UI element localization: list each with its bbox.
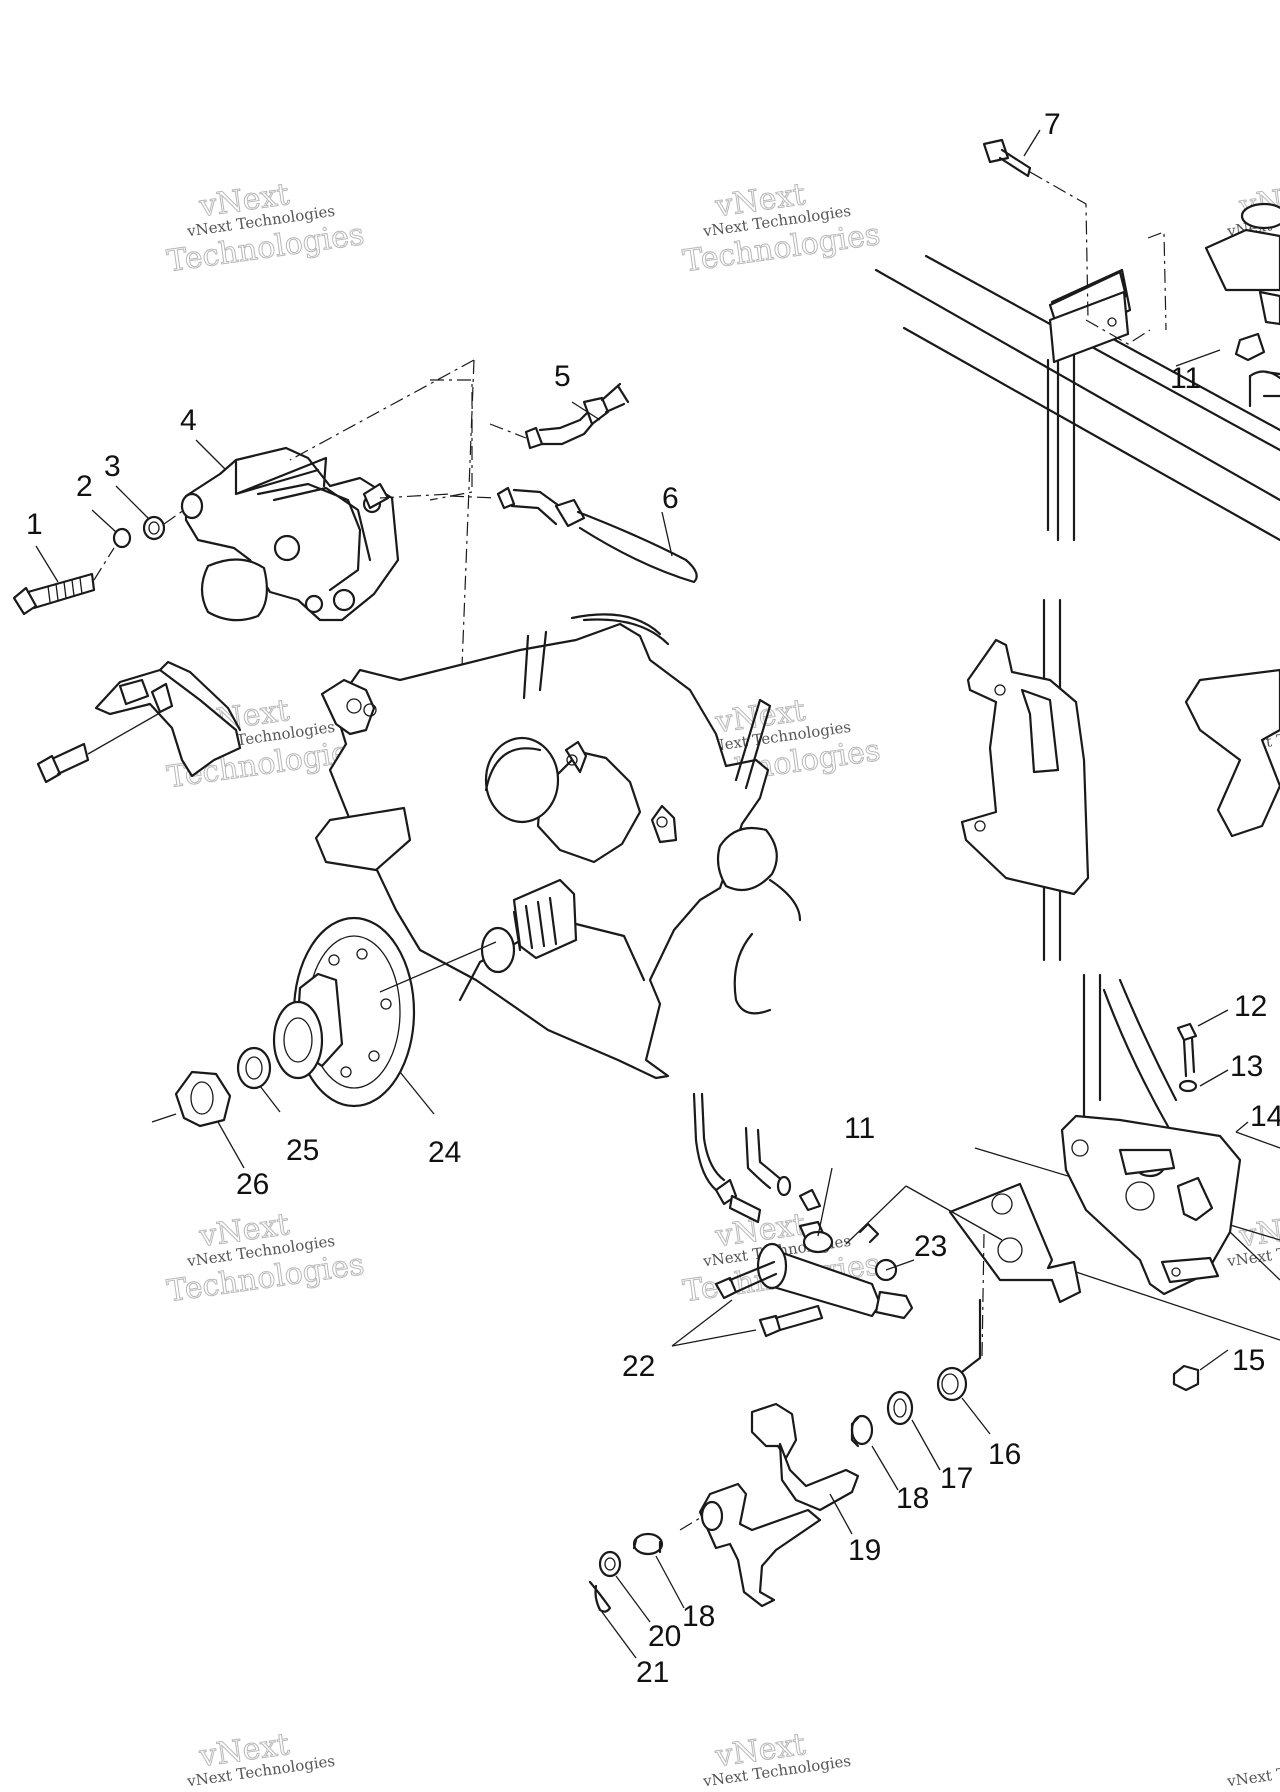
watermark: vNext vNext Technologies (701, 1727, 852, 1791)
callout-23: 23 (914, 1230, 947, 1263)
callout-5: 5 (554, 360, 571, 393)
bolt-12 (1176, 1022, 1198, 1078)
callout-20: 20 (648, 1620, 681, 1653)
bolt-22b (758, 1304, 824, 1338)
washer-13 (1178, 1079, 1198, 1093)
brake-lines-lower (692, 1092, 822, 1224)
bolt-22a (714, 1260, 778, 1300)
callout-16: 16 (988, 1438, 1021, 1471)
callout-3: 3 (104, 450, 121, 483)
washer-3 (142, 509, 185, 541)
callout-11-lower: 11 (844, 1112, 875, 1145)
callout-15: 15 (1232, 1344, 1265, 1377)
switch-bracket-23 (948, 1182, 1082, 1304)
leader-lines (35, 129, 1249, 1659)
callout-22: 22 (622, 1350, 655, 1383)
callout-13: 13 (1230, 1050, 1263, 1083)
bushing-18b (632, 1532, 664, 1556)
bolt-7 (982, 138, 1167, 345)
callout-2: 2 (76, 470, 93, 503)
frame-bracket (960, 638, 1280, 896)
mount-tab (1048, 290, 1130, 364)
clamp-assembly (1204, 202, 1280, 408)
bushing-18a (850, 1414, 874, 1448)
callout-14: 14 (1250, 1100, 1280, 1133)
brake-mount-plate-14 (1060, 1114, 1280, 1296)
callout-18-upper: 18 (896, 1482, 929, 1515)
washer-17 (886, 1390, 914, 1426)
master-cylinder (756, 1185, 1003, 1320)
callout-12: 12 (1234, 990, 1267, 1023)
callout-21: 21 (636, 1656, 669, 1689)
watermark: vNext Technologies (1225, 1752, 1280, 1791)
brake-line-5 (489, 382, 630, 450)
svg-text:vNext Technologies: vNext Technologies (1225, 1752, 1280, 1791)
cotter-pin-21 (588, 1580, 612, 1613)
callout-7: 7 (1044, 108, 1061, 141)
watermark: vNext vNext Technologies Technologies (164, 177, 366, 280)
transmission-case (314, 613, 802, 1080)
brake-pedal-19 (679, 1402, 860, 1608)
callout-19: 19 (848, 1534, 881, 1567)
nut-26 (151, 1070, 232, 1128)
callout-17: 17 (940, 1462, 973, 1495)
bolt-1 (12, 547, 115, 616)
washer-20 (598, 1550, 622, 1578)
brake-caliper-4 (180, 446, 400, 622)
callout-labels: 1 2 3 4 5 6 7 11 11 12 13 14 15 16 17 18… (26, 108, 1280, 1689)
spring-16 (936, 1233, 985, 1402)
callout-25: 25 (286, 1134, 319, 1167)
watermark: vNext vNext Technologies Technologies (164, 1207, 366, 1310)
callout-6: 6 (662, 482, 679, 515)
callout-11-upper: 11 (1170, 362, 1201, 395)
callout-1: 1 (26, 508, 43, 541)
nut-15 (1172, 1364, 1200, 1392)
bracket-bolt (36, 713, 159, 784)
brake-hose-6 (449, 486, 698, 584)
washer-25 (236, 1046, 272, 1090)
watermark: vNext vNext Technologies Technologies (680, 177, 882, 280)
caliper-bracket (94, 660, 242, 778)
callout-24: 24 (428, 1136, 461, 1169)
brake-disc-24 (272, 916, 497, 1108)
callout-26: 26 (236, 1168, 269, 1201)
watermark: vNext vNext Technologies (185, 1727, 336, 1791)
callout-4: 4 (180, 404, 197, 437)
lock-washer-2 (112, 527, 132, 549)
callout-18-lower: 18 (682, 1600, 715, 1633)
